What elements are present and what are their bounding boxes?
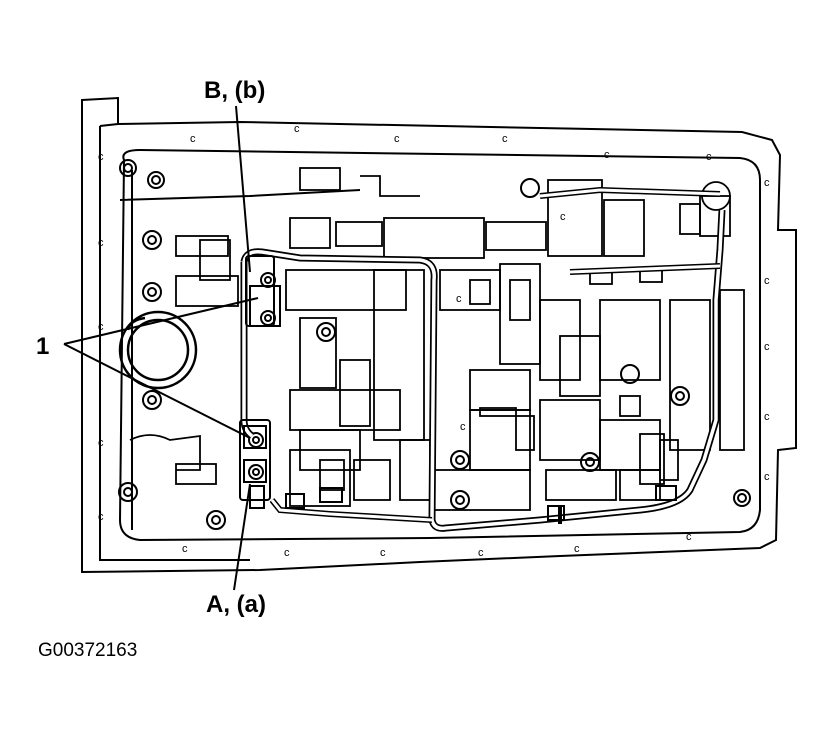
transmission-case	[81, 96, 797, 574]
bolt-marker: c	[574, 543, 580, 555]
bolt-marker: c	[98, 437, 104, 449]
bolt-marker: c	[764, 411, 770, 423]
bolt-marker: c	[182, 543, 188, 555]
wire-harness	[240, 186, 726, 532]
bolt-marker: c	[686, 531, 692, 543]
bolt-marker: c	[456, 293, 462, 305]
bolt-marker: c	[706, 151, 712, 163]
figure-id: G00372163	[38, 640, 137, 661]
bolt-marker: c	[98, 151, 104, 163]
bolt-marker: c	[478, 547, 484, 559]
bolt-marker: c	[764, 341, 770, 353]
bolt-marker: c	[764, 275, 770, 287]
bolt-marker: c	[604, 149, 610, 161]
bolt-marker: c	[294, 123, 300, 135]
bolt-marker: c	[190, 133, 196, 145]
bolt-marker: c	[502, 133, 508, 145]
callout-label-1: 1	[36, 333, 49, 360]
callout-label-b: B, (b)	[204, 77, 265, 104]
bolt-marker: c	[380, 547, 386, 559]
bolt-marker: c	[764, 471, 770, 483]
harness-brackets	[239, 255, 677, 521]
bolt-markers: c c c c c c c c c c c c c c c c c c c c …	[98, 123, 770, 559]
bolt-marker: c	[98, 511, 104, 523]
bolt-marker: c	[394, 133, 400, 145]
bolt-marker: c	[98, 237, 104, 249]
bolt-holes	[118, 159, 751, 530]
bolt-marker: c	[460, 421, 466, 433]
bolt-marker: c	[98, 321, 104, 333]
valve-body-outline	[118, 148, 761, 542]
callout-label-a: A, (a)	[206, 591, 266, 618]
bolt-marker: c	[284, 547, 290, 559]
bolt-marker: c	[560, 211, 566, 223]
bolt-marker: c	[764, 177, 770, 189]
callout-leaders	[63, 105, 259, 591]
